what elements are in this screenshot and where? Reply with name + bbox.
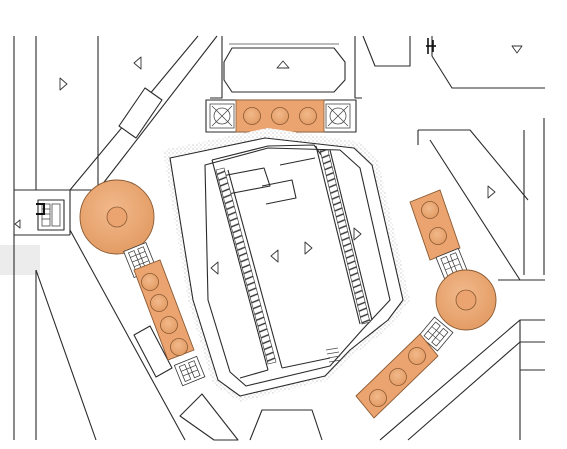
triangle-arrow-icon (14, 219, 21, 229)
triangle-arrow-icon (304, 241, 313, 255)
fence-post-icon (426, 38, 436, 54)
ladder-hatch-icon (418, 316, 454, 352)
left-tank-chain (79, 179, 206, 387)
left-road-features (14, 56, 239, 441)
triangle-arrow-icon (353, 227, 362, 241)
triangle-arrow-icon (276, 60, 290, 69)
top-tank-rack (205, 99, 357, 133)
crossed-circle-icon (209, 103, 235, 129)
triangle-arrow-icon (511, 45, 523, 54)
triangle-arrow-icon (59, 77, 68, 91)
tank-top-row (243, 107, 317, 125)
right-markers (426, 38, 523, 199)
triangle-arrow-icon (133, 56, 142, 70)
top-center-building (223, 43, 346, 93)
crossed-circle-icon (325, 103, 351, 129)
triangle-arrow-icon (210, 261, 219, 275)
central-building (163, 128, 410, 402)
street-lines (13, 35, 545, 441)
right-tanks (355, 189, 497, 419)
triangle-arrow-icon (487, 185, 496, 199)
triangle-arrow-icon (270, 249, 279, 263)
ladder-hatch-icon (173, 355, 206, 387)
